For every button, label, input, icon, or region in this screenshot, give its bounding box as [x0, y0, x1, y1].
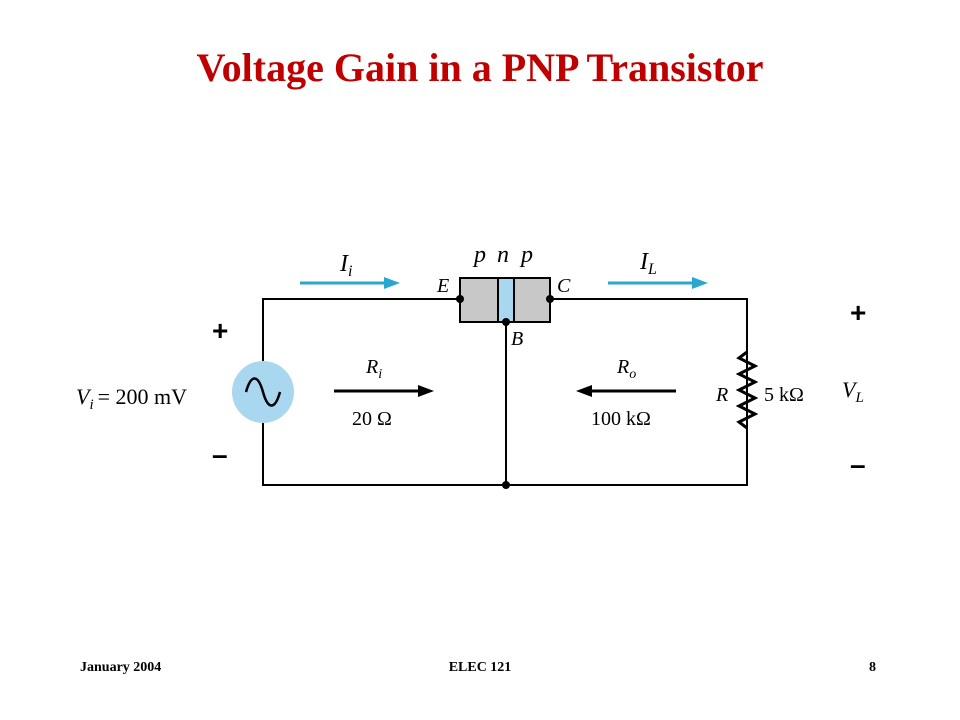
collector-label: C — [557, 275, 571, 297]
ri-label: Ri — [365, 356, 382, 382]
base-node — [502, 318, 510, 326]
collector-node — [546, 295, 554, 303]
region-p1-label: p — [472, 242, 486, 268]
ro-label: Ro — [616, 356, 636, 382]
slide-title: Voltage Gain in a PNP Transistor — [196, 45, 764, 90]
input-minus-sign: – — [212, 439, 228, 470]
output-current-arrow — [608, 277, 708, 289]
output-resistance-arrow — [576, 385, 676, 397]
n-region — [497, 277, 515, 323]
source-voltage-label: Vi= 200 mV — [76, 384, 187, 413]
output-plus-sign: + — [850, 297, 866, 328]
emitter-label: E — [436, 275, 449, 297]
input-current-arrow — [300, 277, 400, 289]
load-resistor-value: 5 kΩ — [764, 384, 804, 406]
sine-wave-icon — [244, 377, 282, 407]
base-label: B — [511, 328, 523, 350]
emitter-node — [456, 295, 464, 303]
output-current-label: IL — [639, 249, 657, 278]
ro-value: 100 kΩ — [591, 408, 651, 430]
pnp-transistor — [456, 277, 554, 326]
ground-node — [502, 481, 510, 489]
load-resistor — [735, 350, 759, 430]
output-minus-sign: – — [850, 449, 866, 480]
footer-course: ELEC 121 — [448, 660, 512, 675]
input-current-label: Ii — [339, 251, 352, 280]
output-voltage-label: VL — [842, 377, 864, 406]
region-n-label: n — [497, 242, 509, 268]
load-resistor-label: R — [715, 384, 728, 406]
ri-value: 20 Ω — [352, 408, 392, 430]
footer-page-number: 8 — [869, 660, 876, 675]
input-plus-sign: + — [212, 315, 228, 346]
ac-voltage-source — [232, 361, 294, 423]
region-p2-label: p — [519, 242, 533, 268]
input-resistance-arrow — [334, 385, 434, 397]
footer-date: January 2004 — [80, 660, 162, 675]
